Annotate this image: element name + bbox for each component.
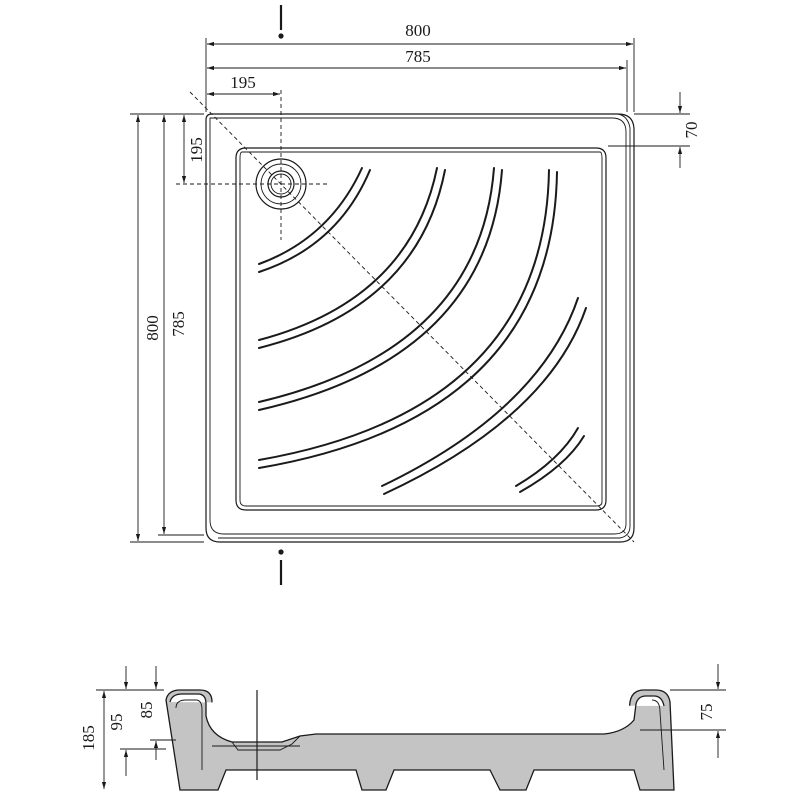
dim-rim-inner: 85 (137, 666, 176, 760)
dim-label-rim-inner: 85 (137, 702, 156, 719)
dim-label-inner-width: 785 (405, 47, 431, 66)
section-marker-bottom (278, 549, 284, 585)
dim-inner-width: 785 (207, 47, 628, 112)
dim-inner-depth: 785 (158, 115, 204, 536)
section-view: 185 95 85 75 (79, 664, 726, 791)
dim-label-right-rim: 75 (697, 704, 716, 721)
inner-basin (235, 147, 607, 511)
dim-label-total-height: 185 (79, 725, 98, 751)
dim-label-rim-height: 95 (107, 714, 126, 731)
plan-view: 800 785 195 800 785 195 (130, 5, 701, 585)
grooves (258, 167, 587, 495)
dim-rim-height: 95 (107, 666, 166, 776)
center-lines (176, 90, 635, 543)
dim-label-inner-depth: 785 (169, 311, 188, 337)
dim-rim-step: 70 (608, 92, 701, 168)
section-marker-top (278, 5, 284, 39)
dim-right-rim: 75 (640, 664, 726, 758)
dim-overall-width: 800 (205, 21, 635, 112)
dim-label-rim-step: 70 (682, 122, 701, 139)
dim-label-drain-offset-x: 195 (230, 73, 256, 92)
dim-drain-offset-y: 195 (181, 115, 206, 183)
dim-label-drain-offset-y: 195 (187, 137, 206, 163)
dim-drain-offset-x: 195 (207, 73, 280, 97)
dim-total-height: 185 (79, 689, 164, 789)
dim-label-overall-width: 800 (405, 21, 431, 40)
dim-label-overall-depth: 800 (143, 315, 162, 341)
tray-outline (205, 113, 635, 543)
dim-overall-depth: 800 (130, 113, 204, 543)
